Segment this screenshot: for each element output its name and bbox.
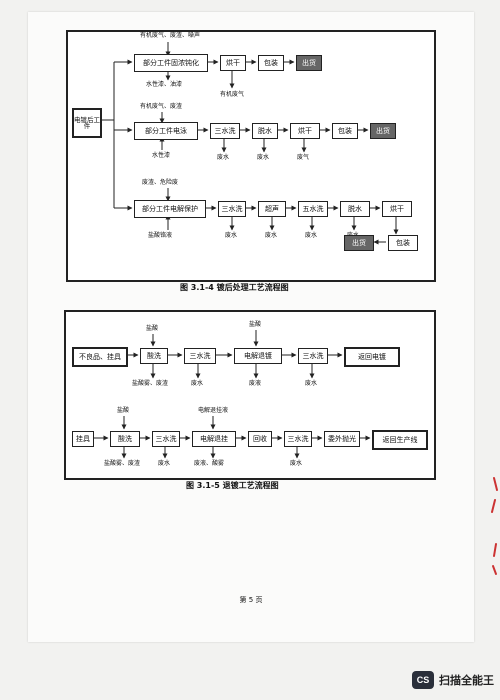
row3-out-box: 出货 (344, 235, 374, 251)
row1-material-note: 水性漆、油漆 (146, 81, 183, 88)
deplate-strip-input: 盐酸 (249, 321, 262, 328)
row3-pack-box: 包装 (388, 235, 418, 251)
row2-dewater-note: 废水 (257, 154, 270, 161)
scanner-watermark: CS 扫描全能王 (412, 671, 494, 689)
row2-material-note: 水性漆 (152, 152, 171, 159)
rack-end-box: 返回生产线 (372, 430, 428, 450)
row3-dry-box: 烘干 (382, 201, 412, 217)
rack-strip-input: 电解退挂液 (198, 407, 229, 414)
row3-ultra-note: 废水 (265, 232, 278, 239)
rack-start-box: 挂具 (72, 431, 94, 447)
row2-out-box: 出货 (370, 123, 396, 139)
deplate-wash2-box: 三水洗 (298, 348, 328, 364)
figure-caption-1: 图 3.1-4 镀后处理工艺流程图 (180, 283, 289, 292)
row2-pack-box: 包装 (332, 123, 358, 139)
start-box: 电镀后工件 (72, 108, 102, 138)
row3-ultra-box: 超声 (258, 201, 286, 217)
rack-wash2-output: 废水 (290, 460, 303, 467)
row3-wash1-note: 废水 (225, 232, 238, 239)
rack-polish-box: 委外抛光 (324, 431, 360, 447)
row1-pack-box: 包装 (258, 55, 284, 71)
row2-input-note: 有机废气、废渣 (140, 103, 183, 110)
page-number: 第 5 页 (239, 596, 263, 604)
row3-dewater-box: 脱水 (340, 201, 370, 217)
row1-input-note: 有机废气、废渣、噪声 (140, 32, 201, 39)
rack-acid-box: 酸洗 (110, 431, 140, 447)
row2-wash-box: 三水洗 (210, 123, 240, 139)
deplate-acid-box: 酸洗 (140, 348, 168, 364)
deplate-wash1-output: 废水 (191, 380, 204, 387)
row3-wash2-note: 废水 (305, 232, 318, 239)
row1-dry-box: 烘干 (220, 55, 246, 71)
rack-strip-output: 废液、酸雾 (194, 460, 225, 467)
row1-dry-note: 有机废气 (220, 91, 245, 98)
row3-material-note: 盐酸铬液 (148, 232, 173, 239)
row1-out-box: 出货 (296, 55, 322, 71)
rack-wash1-output: 废水 (158, 460, 171, 467)
rack-acid-output: 盐酸雾、废渣 (104, 460, 141, 467)
row3-wash1-box: 三水洗 (218, 201, 246, 217)
deplate-acid-input: 盐酸 (146, 325, 159, 332)
deplate-end-box: 返回电镀 (344, 347, 400, 367)
row2-dewater-box: 脱水 (252, 123, 278, 139)
flowchart-arrows-2 (94, 330, 371, 459)
deplate-strip-box: 电解退镀 (234, 348, 282, 364)
rack-acid-input: 盐酸 (117, 407, 130, 414)
figure-caption-2: 图 3.1-5 退镀工艺流程图 (186, 481, 279, 490)
row3-main-box: 部分工件电解保护 (134, 200, 206, 218)
deplate-wash1-box: 三水洗 (184, 348, 216, 364)
row1-main-box: 部分工件固浓钝化 (134, 54, 208, 72)
rack-wash2-box: 三水洗 (284, 431, 312, 447)
document-page: 电镀后工件 有机废气、废渣、噪声 部分工件固浓钝化 水性漆、油漆 烘干 有机废气… (28, 12, 474, 642)
row2-dry-note: 废气 (297, 154, 310, 161)
row2-dry-box: 烘干 (290, 123, 320, 139)
row2-wash-note: 废水 (217, 154, 230, 161)
deplate-wash2-output: 废水 (305, 380, 318, 387)
rack-wash1-box: 三水洗 (152, 431, 180, 447)
deplate-start-box: 不良品、挂具 (72, 347, 128, 367)
row3-wash2-box: 五水洗 (298, 201, 328, 217)
deplate-strip-output: 废液 (249, 380, 262, 387)
watermark-text: 扫描全能王 (439, 674, 494, 687)
row3-input-note: 废渣、危险废 (142, 179, 179, 186)
rack-strip-box: 电解退挂 (192, 431, 236, 447)
rack-recycle-box: 回收 (248, 431, 272, 447)
deplate-acid-output: 盐酸雾、废渣 (132, 380, 169, 387)
camscanner-logo-icon: CS (412, 671, 434, 689)
flowchart-deplating (64, 310, 436, 480)
flowchart-arrows-1 (100, 42, 399, 245)
row2-main-box: 部分工件电泳 (134, 122, 198, 140)
